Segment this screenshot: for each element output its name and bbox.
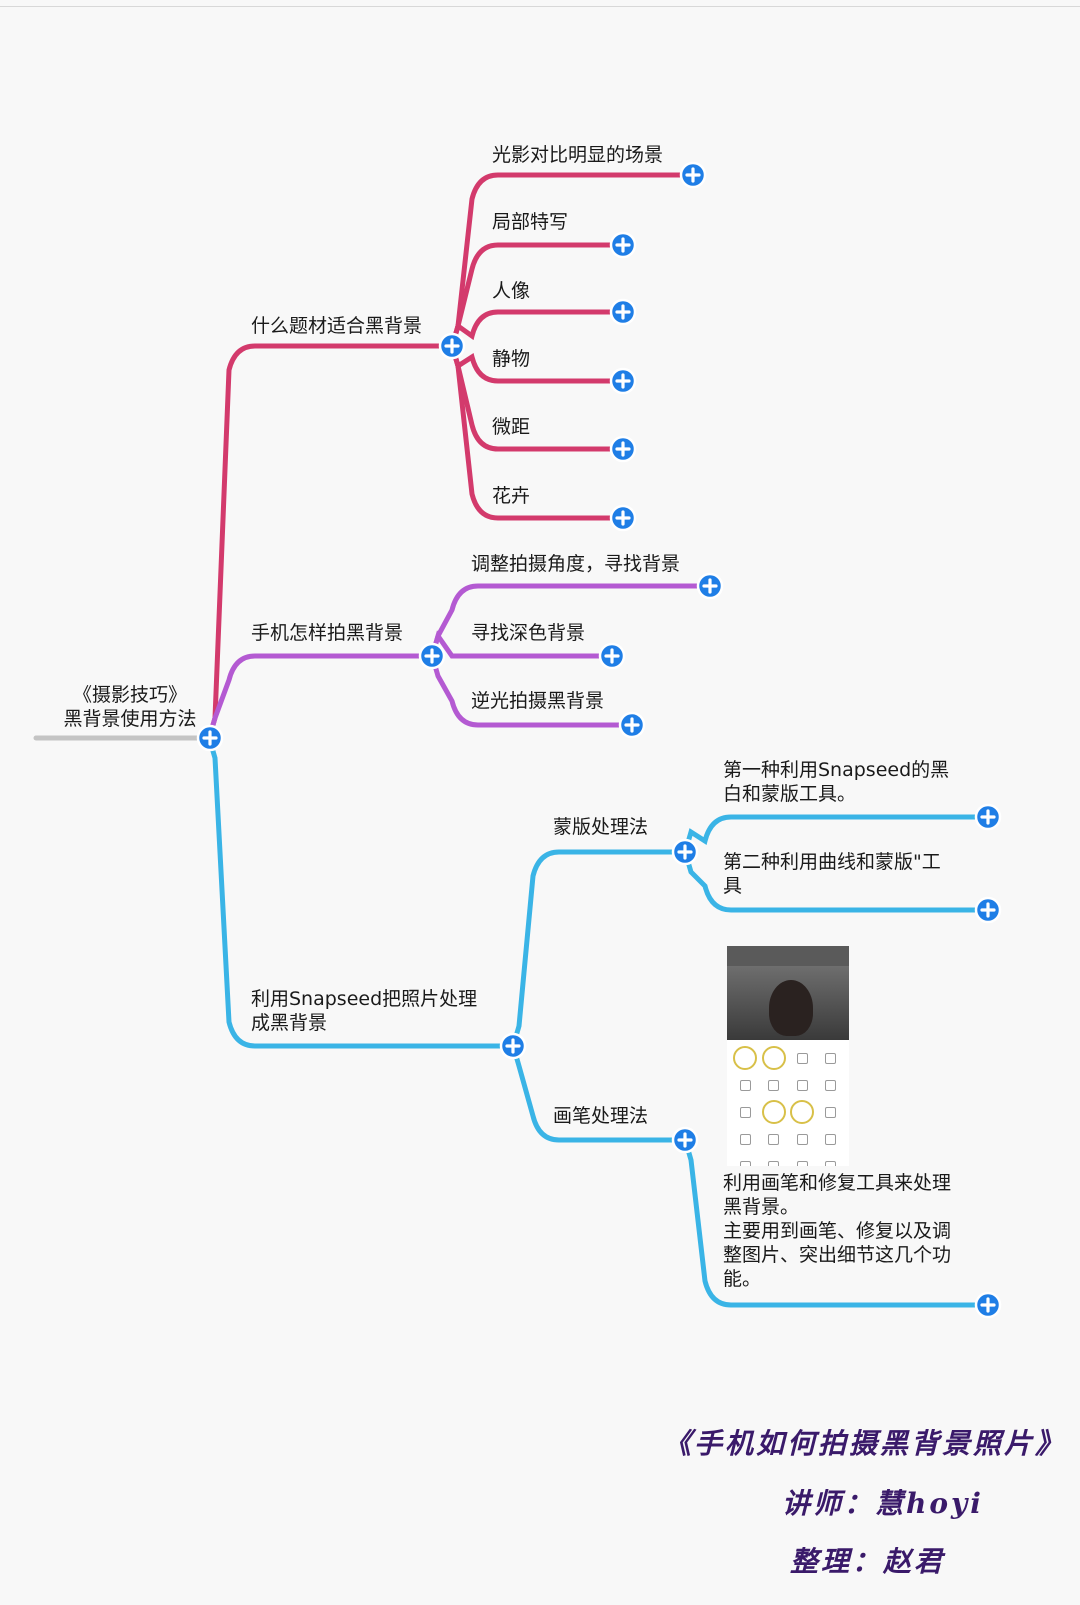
expand-plus-icon[interactable] — [671, 1126, 699, 1154]
expand-plus-icon[interactable] — [679, 161, 707, 189]
expand-plus-icon[interactable] — [618, 711, 646, 739]
edge-root-to-phone — [207, 653, 435, 741]
tool-tile-icon — [790, 1048, 815, 1068]
expand-plus-icon[interactable] — [609, 367, 637, 395]
tool-tile-icon — [733, 1046, 758, 1070]
tool-tile-icon — [761, 1046, 787, 1070]
leaf-label-adjust-angle[interactable]: 调整拍摄角度，寻找背景 — [471, 553, 681, 575]
footer-title: 《手机如何拍摄黑背景照片》 — [662, 1427, 1066, 1460]
footer-editor: 整理：赵君 — [790, 1545, 946, 1578]
edge-root-to-subjects — [207, 343, 455, 741]
leaf-label-still-life[interactable]: 静物 — [492, 348, 531, 370]
tool-tile-icon — [790, 1100, 815, 1124]
leaf-label-portrait[interactable]: 人像 — [492, 280, 531, 302]
expand-plus-icon[interactable] — [499, 1032, 527, 1060]
tool-tile-icon — [790, 1129, 815, 1149]
screenshot-status-bar — [727, 946, 849, 966]
screenshot-photo — [727, 966, 849, 1040]
expand-plus-icon[interactable] — [671, 838, 699, 866]
edge-snapseed-to-mask — [510, 849, 688, 1049]
snapseed-tools-screenshot — [727, 946, 849, 1166]
edge-subjects-to-leaf-0 — [449, 172, 696, 349]
tool-tile-icon — [733, 1129, 758, 1149]
snapseed-tool-grid — [727, 1040, 849, 1166]
leaf-label-brush-method-note[interactable]: 利用画笔和修复工具来处理 黑背景。 主要用到画笔、修复以及调 整图片、突出细节这… — [723, 1172, 952, 1290]
top-divider — [0, 6, 1080, 7]
tool-tile-icon — [733, 1075, 758, 1095]
tool-tile-icon — [762, 1156, 787, 1166]
expand-plus-icon[interactable] — [196, 724, 224, 752]
expand-plus-icon[interactable] — [974, 1291, 1002, 1319]
expand-plus-icon[interactable] — [974, 896, 1002, 924]
tool-tile-icon — [790, 1156, 815, 1166]
footer-lecturer: 讲师：慧hoyi — [782, 1487, 984, 1520]
tool-tile-icon — [819, 1129, 844, 1149]
expand-plus-icon[interactable] — [609, 435, 637, 463]
tool-tile-icon — [819, 1075, 844, 1095]
leaf-label-flowers[interactable]: 花卉 — [492, 485, 531, 507]
leaf-label-mask-method-one[interactable]: 第一种利用Snapseed的黑 白和蒙版工具。 — [723, 759, 950, 805]
tool-tile-icon — [819, 1156, 844, 1166]
expand-button-layer — [196, 161, 1002, 1319]
screenshot-portrait-silhouette — [769, 980, 813, 1036]
leaf-label-closeup[interactable]: 局部特写 — [492, 211, 569, 233]
edge-subjects-to-leaf-4 — [449, 343, 626, 452]
leaf-label-backlight[interactable]: 逆光拍摄黑背景 — [471, 690, 605, 712]
branch-label-snapseed[interactable]: 利用Snapseed把照片处理 成黑背景 — [251, 988, 478, 1034]
tool-tile-icon — [733, 1156, 758, 1166]
expand-plus-icon[interactable] — [609, 231, 637, 259]
branch-label-phone-shooting[interactable]: 手机怎样拍黑背景 — [251, 622, 404, 644]
expand-plus-icon[interactable] — [598, 642, 626, 670]
root-topic-label[interactable]: 《摄影技巧》 黑背景使用方法 — [63, 684, 197, 730]
leaf-label-light-contrast[interactable]: 光影对比明显的场景 — [492, 144, 664, 166]
tool-tile-icon — [819, 1048, 844, 1068]
tool-tile-icon — [819, 1102, 844, 1122]
leaf-label-macro[interactable]: 微距 — [492, 416, 531, 438]
edge-subjects-to-leaf-3 — [449, 343, 626, 384]
sub-branch-label-brush-method[interactable]: 画笔处理法 — [553, 1105, 649, 1127]
tool-tile-icon — [762, 1075, 787, 1095]
tool-tile-icon — [762, 1129, 787, 1149]
sub-branch-label-mask-method[interactable]: 蒙版处理法 — [553, 816, 649, 838]
leaf-label-dark-background[interactable]: 寻找深色背景 — [471, 622, 586, 644]
branch-label-suitable-subjects[interactable]: 什么题材适合黑背景 — [251, 315, 423, 337]
expand-plus-icon[interactable] — [418, 642, 446, 670]
tool-tile-icon — [790, 1075, 815, 1095]
expand-plus-icon[interactable] — [609, 504, 637, 532]
expand-plus-icon[interactable] — [609, 298, 637, 326]
expand-plus-icon[interactable] — [438, 332, 466, 360]
tool-tile-icon — [761, 1100, 787, 1124]
expand-plus-icon[interactable] — [974, 803, 1002, 831]
expand-plus-icon[interactable] — [696, 572, 724, 600]
edge-mask-to-leaf-0 — [682, 814, 991, 855]
tool-tile-icon — [733, 1102, 758, 1122]
edge-subjects-to-leaf-2 — [449, 309, 626, 349]
edge-subjects-to-leaf-1 — [449, 242, 626, 349]
leaf-label-mask-method-two[interactable]: 第二种利用曲线和蒙版"工 具 — [723, 851, 941, 897]
